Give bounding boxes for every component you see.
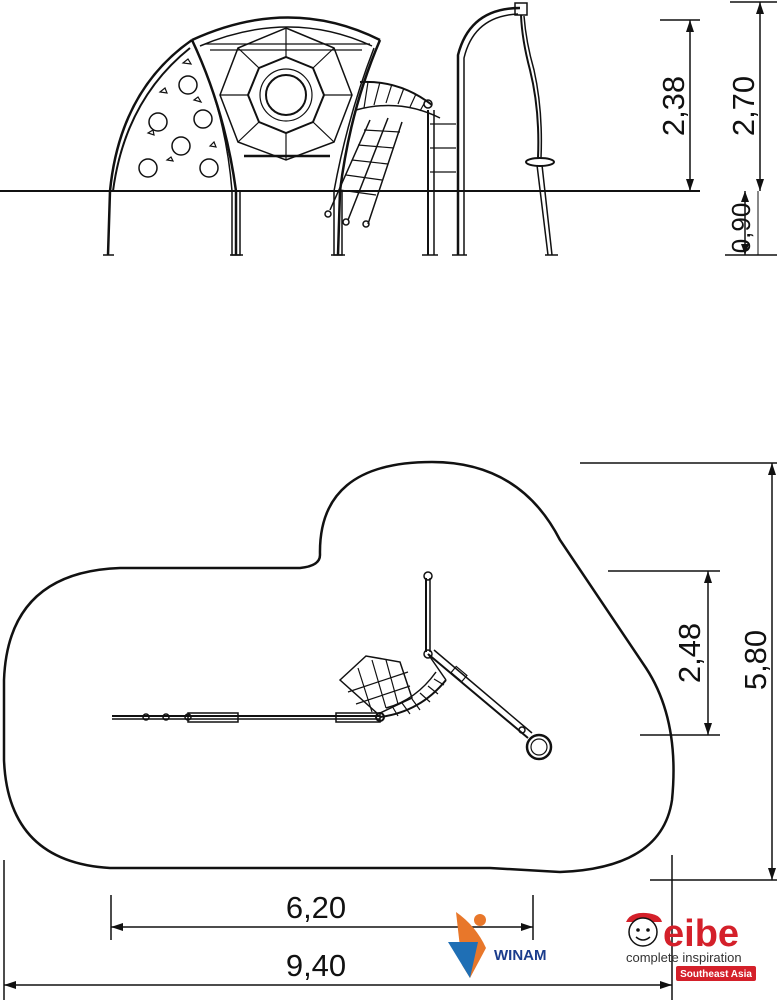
eibe-region-badge bbox=[676, 966, 756, 981]
ladder-bridge bbox=[324, 80, 456, 255]
dim-height-platform: 2,38 bbox=[656, 76, 691, 136]
climbing-hole bbox=[199, 158, 219, 178]
dim-zone-length: 9,40 bbox=[286, 948, 346, 983]
elevation-view: 2,38 2,70 0,90 bbox=[0, 1, 777, 256]
climbing-hole bbox=[193, 109, 213, 129]
eibe-region: Southeast Asia bbox=[680, 969, 752, 980]
winam-logo: WINAM bbox=[448, 912, 547, 978]
equipment-plan bbox=[112, 571, 553, 761]
climbing-hole bbox=[148, 112, 168, 132]
climbing-hole bbox=[171, 136, 191, 156]
dim-equipment-length: 6,20 bbox=[286, 890, 346, 925]
plan-dimensions: 2,48 5,80 6,20 9,40 bbox=[3, 462, 777, 1000]
eibe-tagline: complete inspiration bbox=[626, 950, 742, 965]
rope-swing-post bbox=[456, 2, 555, 256]
climbing-hole bbox=[138, 158, 158, 178]
safety-zone-outline bbox=[2, 460, 675, 874]
elevation-dimensions: 2,38 2,70 0,90 bbox=[656, 1, 777, 256]
plan-view: 2,48 5,80 6,20 9,40 bbox=[2, 460, 777, 1000]
dim-height-total: 2,70 bbox=[726, 76, 761, 136]
dim-zone-width: 5,80 bbox=[738, 630, 773, 690]
eibe-logo: eibe complete inspiration Southeast Asia bbox=[626, 912, 756, 981]
porthole bbox=[265, 74, 307, 116]
climbing-dome bbox=[106, 38, 238, 256]
eibe-mascot-icon bbox=[626, 912, 662, 947]
dim-foundation-depth: 0,90 bbox=[726, 203, 756, 254]
eibe-wordmark: eibe bbox=[663, 913, 739, 955]
dim-equipment-width: 2,48 bbox=[672, 623, 707, 683]
swing-seat bbox=[525, 157, 555, 167]
climbing-hole bbox=[178, 75, 198, 95]
winam-wordmark: WINAM bbox=[494, 947, 547, 964]
net-frame bbox=[191, 16, 382, 256]
swing-seat-plan bbox=[525, 733, 553, 761]
